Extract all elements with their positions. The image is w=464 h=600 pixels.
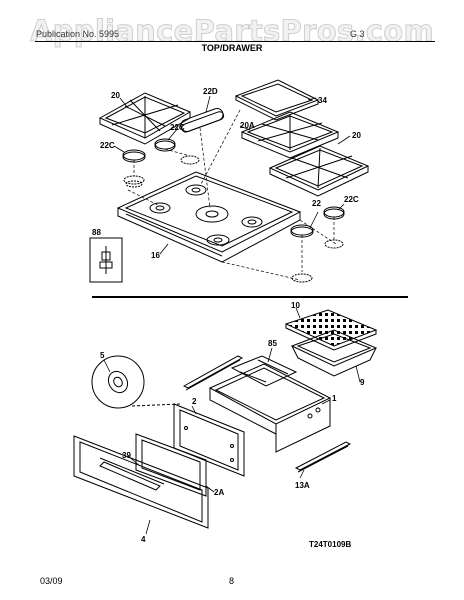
griddle-plate: [234, 79, 320, 121]
callout-2a: 2A: [214, 488, 224, 497]
publication-number: Publication No. 5995: [36, 29, 120, 39]
knob-detail-bubble: [91, 355, 181, 409]
header-rule: [35, 41, 435, 42]
watermark-text: AppliancePartsPros.com: [29, 14, 435, 49]
burner-head-left-rear: [180, 155, 200, 165]
callout-22c-front: 22C: [100, 141, 115, 150]
callout-22c-rear: 22C: [170, 123, 185, 132]
leader-lines: [103, 95, 361, 535]
center-grate-oval: [180, 108, 225, 133]
callout-4: 4: [141, 535, 146, 544]
callout-22: 22: [312, 199, 321, 208]
section-divider: [92, 296, 408, 298]
drawer-inner-panel: [173, 403, 245, 477]
callout-39: 39: [122, 451, 131, 460]
section-title: TOP/DRAWER: [201, 43, 263, 53]
callout-22d: 22D: [203, 87, 218, 96]
burner-grate-right-rear: [240, 111, 340, 159]
drawer-rear-bracket: [230, 355, 298, 387]
callout-1: 1: [332, 394, 337, 403]
drawer-handle-trim: [73, 435, 209, 529]
burner-head-left: [123, 175, 145, 188]
callout-85: 85: [268, 339, 277, 348]
callout-10: 10: [291, 301, 300, 310]
model-number: G 3: [350, 29, 365, 39]
footer-date: 03/09: [40, 576, 63, 586]
callout-20-right: 20: [352, 131, 361, 140]
explode-lines-top: [127, 109, 337, 281]
drawer-body: [208, 363, 332, 453]
cooktop-main-top: [116, 171, 302, 263]
callout-22c-right: 22C: [344, 195, 359, 204]
drawer-slide-rail-right: [294, 441, 352, 473]
callout-34: 34: [318, 96, 327, 105]
callout-16: 16: [151, 251, 160, 260]
callout-5: 5: [100, 351, 105, 360]
callout-13a: 13A: [295, 481, 310, 490]
footer-page-number: 8: [229, 576, 235, 586]
callout-20a: 20A: [240, 121, 255, 130]
callout-88: 88: [92, 228, 101, 237]
drawer-slide-rail-left: [182, 355, 244, 391]
diagram-code: T24T0109B: [309, 540, 352, 549]
callout-2: 2: [192, 397, 197, 406]
spark-electrode: [89, 237, 123, 283]
drawer-front-panel: [135, 433, 207, 497]
callout-20-left: 20: [111, 91, 120, 100]
burner-grate-left: [98, 92, 192, 145]
broiler-pan: [290, 329, 378, 377]
broiler-pan-insert: [284, 309, 378, 351]
callout-9: 9: [360, 378, 365, 387]
burner-grate-right-front: [268, 145, 370, 197]
burner-head-right: [291, 239, 344, 283]
